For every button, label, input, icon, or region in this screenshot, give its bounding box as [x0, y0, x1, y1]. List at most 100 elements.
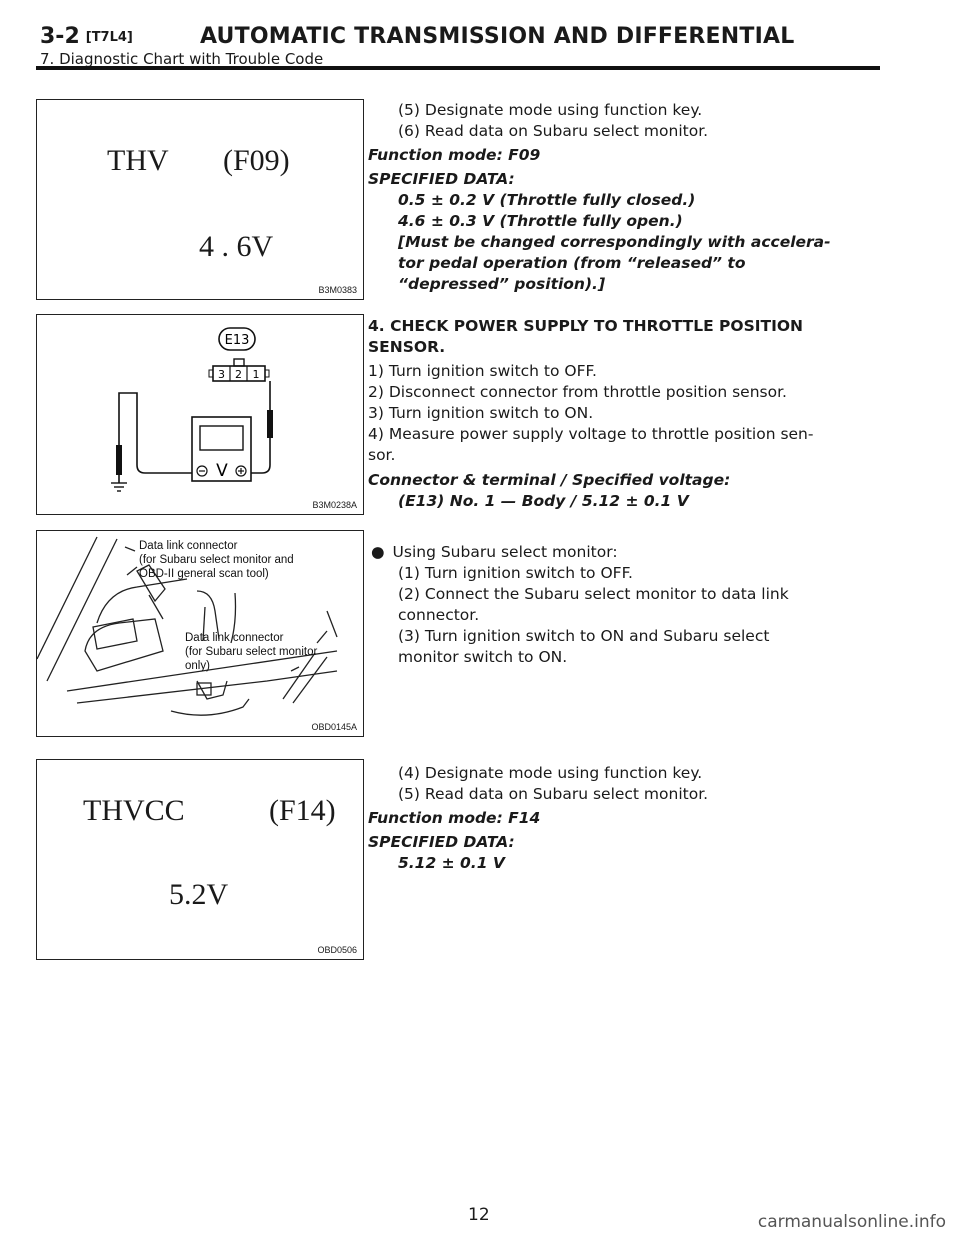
callout-text: (for Subaru select monitor and: [139, 554, 294, 566]
positive-terminal-icon: [235, 465, 247, 477]
spec-value: 4.6 ± 0.3 V (Throttle fully open.): [398, 212, 683, 230]
figure-thvcc-screen: THVCC (F14) 5.2V OBD0506: [36, 759, 364, 960]
figure-data-link-location: Data link connector (for Subaru select m…: [36, 530, 364, 737]
panel-outline: [136, 564, 166, 603]
page-title: AUTOMATIC TRANSMISSION AND DIFFERENTIAL: [200, 24, 795, 49]
leader-line: [292, 656, 328, 704]
text-block-check-power: 4. CHECK POWER SUPPLY TO THROTTLE POSITI…: [368, 316, 888, 512]
leader-line: [124, 546, 136, 552]
panel-outline: [66, 650, 338, 692]
leader-line: [202, 606, 206, 642]
figure-code: OBD0506: [317, 945, 357, 955]
figure-code: B3M0383: [318, 285, 357, 295]
spec-value: 5.12 ± 0.1 V: [398, 854, 505, 872]
step-text: 3) Turn ignition switch to ON.: [368, 404, 594, 422]
step-text: 4) Measure power supply voltage to throt…: [368, 425, 814, 443]
voltmeter-unit-label: V: [216, 461, 228, 481]
spec-note: [Must be changed correspondingly with ac…: [398, 233, 831, 251]
panel-outline: [148, 594, 164, 620]
spec-title: Connector & terminal / Specified voltage…: [368, 471, 731, 489]
section-code: 3-2[T7L4]: [40, 24, 133, 49]
figure-code: B3M0238A: [312, 500, 357, 510]
text-block-f14: (4) Designate mode using function key. (…: [368, 763, 888, 874]
step-text: monitor switch to ON.: [398, 648, 568, 666]
specified-data-label: SPECIFIED DATA:: [368, 833, 515, 851]
callout-text: Data link connector: [139, 540, 238, 552]
figure-code: OBD0145A: [311, 722, 357, 732]
step-text: (5) Read data on Subaru select monitor.: [398, 785, 709, 803]
panel-outline: [230, 592, 237, 644]
panel-outline: [96, 578, 188, 624]
panel-outline: [37, 536, 98, 660]
connector-outline: [196, 682, 212, 696]
leader-line: [170, 698, 250, 716]
connector-side-tab: [264, 369, 270, 378]
section-heading: 4. CHECK POWER SUPPLY TO THROTTLE POSITI…: [368, 317, 804, 335]
leader-line: [290, 666, 300, 672]
callout-text: OBD-II general scan tool): [139, 568, 269, 580]
panel-outline: [84, 618, 164, 672]
connector-latch: [233, 358, 245, 367]
positive-lead-wire: [251, 438, 271, 474]
param-name: THV: [107, 144, 169, 177]
section-ref: [T7L4]: [85, 30, 133, 45]
panel-outline: [196, 680, 228, 700]
page-number: 12: [468, 1205, 490, 1225]
step-text: (5) Designate mode using function key.: [398, 101, 703, 119]
connector-id-label: E13: [225, 333, 250, 348]
text-block-select-monitor: ● Using Subaru select monitor: (1) Turn i…: [368, 542, 888, 668]
dashboard-line-drawing: Data link connector (for Subaru select m…: [37, 536, 338, 716]
section-heading: SENSOR.: [368, 338, 446, 356]
page-subtitle: 7. Diagnostic Chart with Trouble Code: [40, 50, 324, 68]
header-rule: [36, 66, 880, 70]
watermark: carmanualsonline.info: [757, 1212, 946, 1232]
step-text: (1) Turn ignition switch to OFF.: [398, 564, 633, 582]
step-text: (2) Connect the Subaru select monitor to…: [398, 585, 789, 603]
spec-value: 0.5 ± 0.2 V (Throttle fully closed.): [398, 191, 696, 209]
param-value: 4 . 6V: [199, 230, 274, 263]
step-text: (4) Designate mode using function key.: [398, 764, 703, 782]
leader-line: [126, 566, 138, 576]
negative-terminal-icon: [196, 465, 208, 477]
spec-note: “depressed” position).]: [398, 275, 606, 293]
function-mode-label: Function mode: F09: [368, 146, 541, 164]
connector-side-tab: [208, 369, 214, 378]
param-value: 5.2V: [169, 878, 229, 911]
callout-text: only): [185, 660, 210, 672]
connector-pin-label: 1: [253, 368, 260, 381]
connector-pin-label: 2: [235, 368, 242, 381]
voltmeter-display: [199, 425, 244, 451]
voltmeter-body: [191, 416, 252, 482]
panel-outline: [92, 618, 138, 650]
function-mode-label: Function mode: F14: [368, 809, 541, 827]
panel-outline: [46, 538, 118, 682]
spec-value: (E13) No. 1 — Body / 5.12 ± 0.1 V: [398, 492, 689, 510]
step-text: 1) Turn ignition switch to OFF.: [368, 362, 597, 380]
bullet-icon: ●: [371, 543, 385, 561]
ground-lead-wire: [118, 392, 192, 474]
text-block-f09: (5) Designate mode using function key. (…: [368, 100, 888, 295]
step-text: (3) Turn ignition switch to ON and Subar…: [398, 627, 770, 645]
leader-line: [326, 610, 338, 638]
leader-line: [282, 652, 316, 700]
spec-note: tor pedal operation (from “released” to: [398, 254, 746, 272]
figure-thv-screen: THV (F09) 4 . 6V B3M0383: [36, 99, 364, 300]
connector-pin-label: 3: [218, 368, 225, 381]
function-mode: (F09): [223, 144, 290, 177]
function-mode: (F14): [269, 794, 336, 827]
panel-outline: [196, 590, 220, 640]
ground-probe: [116, 445, 122, 475]
specified-data-label: SPECIFIED DATA:: [368, 170, 515, 188]
callout-text: (for Subaru select monitor: [185, 646, 317, 658]
step-text: (6) Read data on Subaru select monitor.: [398, 122, 709, 140]
leader-line: [316, 630, 328, 644]
figure-connector-diagram: E13 3 2 1 V B3M0238A: [36, 314, 364, 515]
step-text: 2) Disconnect connector from throttle po…: [368, 383, 787, 401]
bullet-item: ● Using Subaru select monitor:: [368, 542, 888, 563]
step-text: sor.: [368, 446, 396, 464]
connector-badge-frame: [218, 327, 256, 351]
step-text: connector.: [398, 606, 480, 624]
positive-probe: [267, 410, 273, 438]
bullet-text: Using Subaru select monitor:: [392, 543, 618, 561]
param-name: THVCC: [83, 794, 185, 827]
